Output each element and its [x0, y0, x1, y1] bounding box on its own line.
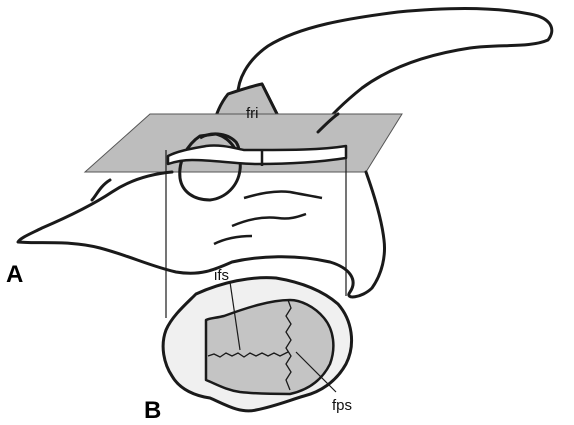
- internal-line-3: [214, 236, 252, 244]
- label-ifs: ifs: [214, 267, 229, 284]
- internal-line-2: [232, 214, 306, 226]
- internal-line-1: [244, 191, 322, 198]
- panel-label-b: B: [144, 397, 161, 424]
- skull-outline-a: [18, 172, 385, 297]
- panel-label-a: A: [6, 261, 23, 288]
- label-fps: fps: [332, 397, 352, 414]
- snout-line: [92, 180, 110, 200]
- label-fri: fri: [246, 105, 259, 122]
